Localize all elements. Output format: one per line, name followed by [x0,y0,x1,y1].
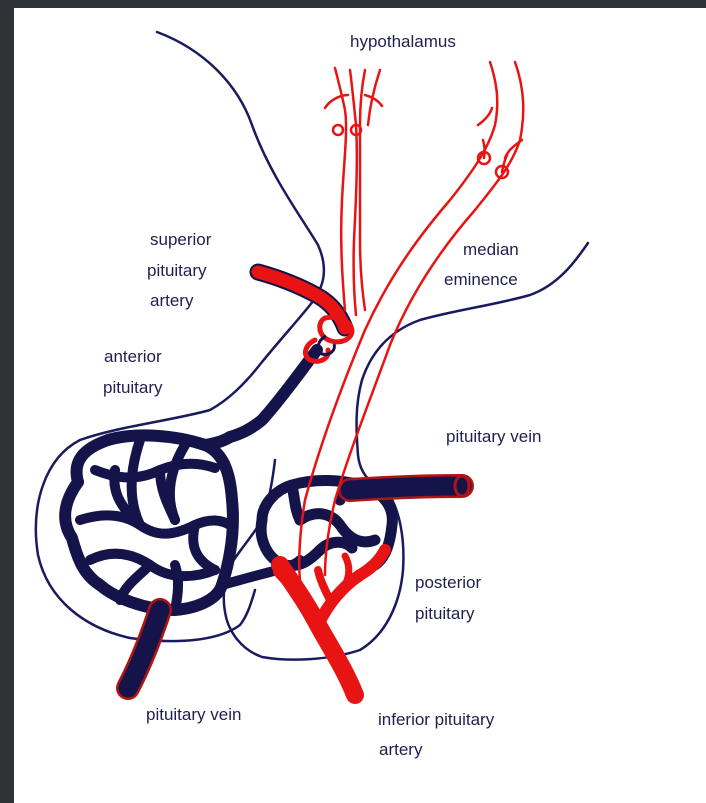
label-median-eminence-line1: median [463,238,519,262]
label-inferior-line1: inferior pituitary [378,708,494,732]
label-superior-line3: artery [150,289,193,313]
label-anterior-line1: anterior [104,345,162,369]
label-posterior-line1: posterior [415,571,481,595]
label-pituitary-vein-bottom: pituitary vein [146,703,241,727]
label-median-eminence-line2: eminence [444,268,518,292]
label-inferior-line2: artery [379,738,422,762]
label-anterior-line2: pituitary [103,376,163,400]
portal-vessel-stem [230,350,317,437]
label-hypothalamus: hypothalamus [350,30,456,54]
label-superior-line1: superior [150,228,211,252]
label-superior-line2: pituitary [147,259,207,283]
median-eminence-outline [224,243,588,660]
label-posterior-line2: pituitary [415,602,475,626]
label-pituitary-vein-right: pituitary vein [446,425,541,449]
